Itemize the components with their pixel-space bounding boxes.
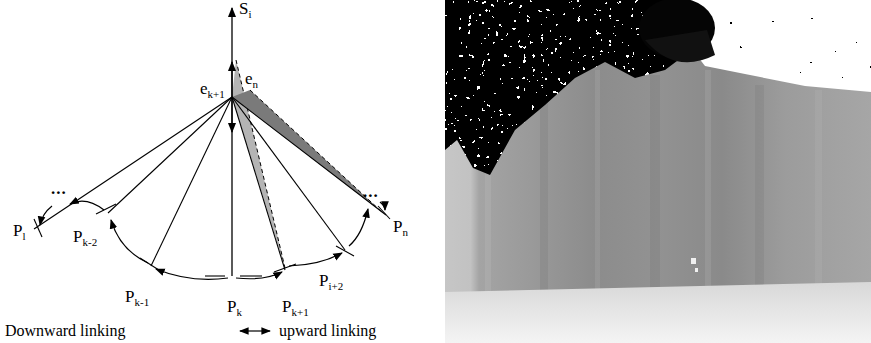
point-name: Pi+2 (318, 272, 344, 289)
caption-text: upward linking (278, 323, 377, 339)
shaded-triangle (232, 60, 285, 268)
point-name: en (244, 70, 259, 87)
point-name: Pk+1 (281, 298, 310, 315)
direction-arrow (231, 62, 232, 97)
point-marks (34, 204, 390, 276)
depth-map-image (445, 0, 871, 343)
caption-text: Downward linking (4, 323, 126, 339)
point-name: Pn (392, 218, 409, 235)
label-layer: Si ek+1 enPl... Pk-2Pk-1Pk Pk+1 Pi+2... PnDown… (0, 0, 440, 343)
ellipsis: ... (50, 180, 68, 197)
dashed-edge (250, 90, 383, 213)
point-name: Pl (12, 222, 27, 239)
linking-arcs (40, 201, 385, 279)
point-name: Pk-1 (124, 288, 150, 305)
ellipsis: ... (362, 183, 380, 200)
rays (34, 97, 386, 270)
point-name: ek+1 (199, 80, 226, 97)
shaded-triangle (232, 90, 383, 213)
point-name: Pk (226, 298, 243, 315)
double-arrow (240, 330, 270, 331)
point-name: Pk-2 (72, 228, 98, 245)
point-name: Si (238, 0, 253, 17)
dashed-edge (236, 60, 285, 268)
linking-illustration (0, 0, 440, 343)
direction-arrow (231, 97, 232, 132)
axis-line (231, 8, 232, 276)
